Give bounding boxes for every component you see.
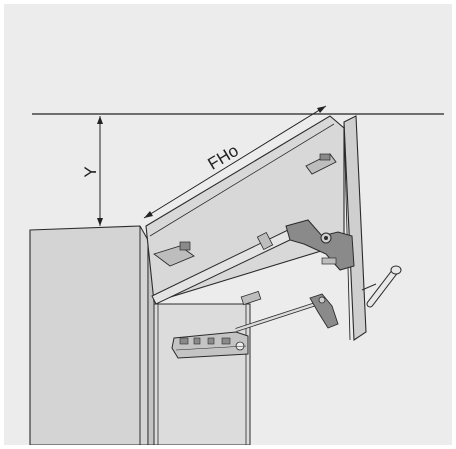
lift-mechanism-housing <box>171 331 249 359</box>
diagram-panel: Y FHo <box>4 4 452 445</box>
door-top-bracket <box>305 153 337 175</box>
front-door <box>343 115 367 341</box>
lift-mechanism-diagram: Y FHo <box>29 105 444 445</box>
door-handle <box>361 265 402 308</box>
main-lift-arm <box>151 219 355 305</box>
lower-support-arm <box>235 290 339 332</box>
y-dimension: Y <box>81 116 103 226</box>
cabinet-back-panel <box>153 303 251 445</box>
y-dimension-label: Y <box>81 166 100 177</box>
lift-flap <box>145 115 345 303</box>
cabinet-upper-bracket <box>153 241 195 267</box>
cabinet-side-panel <box>29 225 149 445</box>
flap-panel <box>145 115 345 303</box>
